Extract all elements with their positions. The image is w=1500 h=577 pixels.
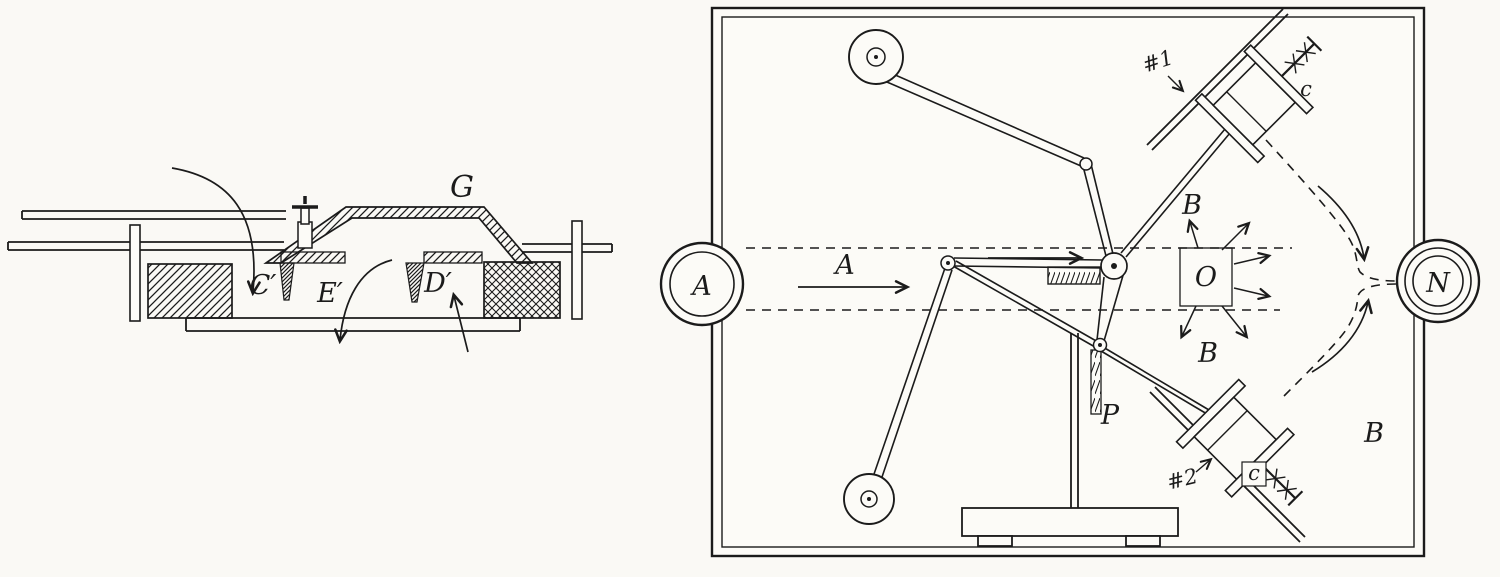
threaded-rod-p	[1090, 349, 1102, 415]
circulation-arrow	[340, 259, 393, 340]
stand	[961, 333, 1179, 547]
upper-pulley-arm	[879, 69, 1085, 167]
label-g: G	[450, 170, 474, 205]
c-lower-tag: c	[1241, 461, 1267, 487]
label-d-prime: D′	[423, 268, 452, 299]
label-b-right: B	[1363, 418, 1384, 449]
sample-region-o	[1179, 222, 1268, 336]
apparatus-figure: A N #1 #2 A O P B B B c c	[659, 6, 1481, 558]
right-packing-block	[483, 261, 561, 319]
right-baffle-plate	[423, 251, 483, 264]
label-o: O	[1195, 262, 1217, 293]
piston-rod-2	[1100, 346, 1210, 415]
label-port-n: N	[1425, 268, 1451, 299]
label-e-prime: E′	[316, 278, 343, 309]
label-beam-a: A	[832, 250, 855, 281]
label-b-upper: B	[1181, 190, 1202, 221]
return-arrow	[454, 296, 469, 353]
left-packing-block	[147, 263, 233, 319]
flow-arrow-upper	[1317, 185, 1364, 258]
valve-wedge-c	[279, 262, 295, 301]
left-end-plate	[129, 224, 141, 322]
rail-unit-1	[1146, 8, 1289, 151]
lower-pulley-arm	[872, 267, 953, 481]
flow-arrow-lower	[1311, 302, 1368, 373]
label-c-lower: c	[1248, 461, 1260, 485]
lower-pulley	[843, 473, 895, 525]
right-end-plate	[571, 220, 583, 320]
label-p: P	[1100, 400, 1120, 431]
label-b-lower: B	[1197, 338, 1218, 369]
label-port-a: A	[689, 271, 712, 302]
left-baffle-plate	[280, 251, 346, 264]
cross-section-figure: G C′ E′ D′	[7, 167, 613, 353]
feed-rods	[7, 210, 613, 253]
pivot-fork	[1096, 271, 1125, 342]
worm-block	[1047, 266, 1101, 285]
label-c-prime: C′	[250, 270, 277, 301]
elbow-link	[1082, 163, 1114, 257]
link-joints	[940, 157, 1128, 353]
adjustment-screw	[292, 196, 318, 249]
port-a: A	[659, 241, 745, 327]
upper-pulley	[848, 29, 904, 85]
base-plate	[185, 317, 521, 332]
inflow-arrow	[171, 167, 254, 292]
valve-wedge-d	[405, 262, 425, 303]
piston-rod-1	[1120, 128, 1231, 258]
port-n: N	[1395, 238, 1481, 324]
label-c-upper: c	[1300, 77, 1312, 101]
